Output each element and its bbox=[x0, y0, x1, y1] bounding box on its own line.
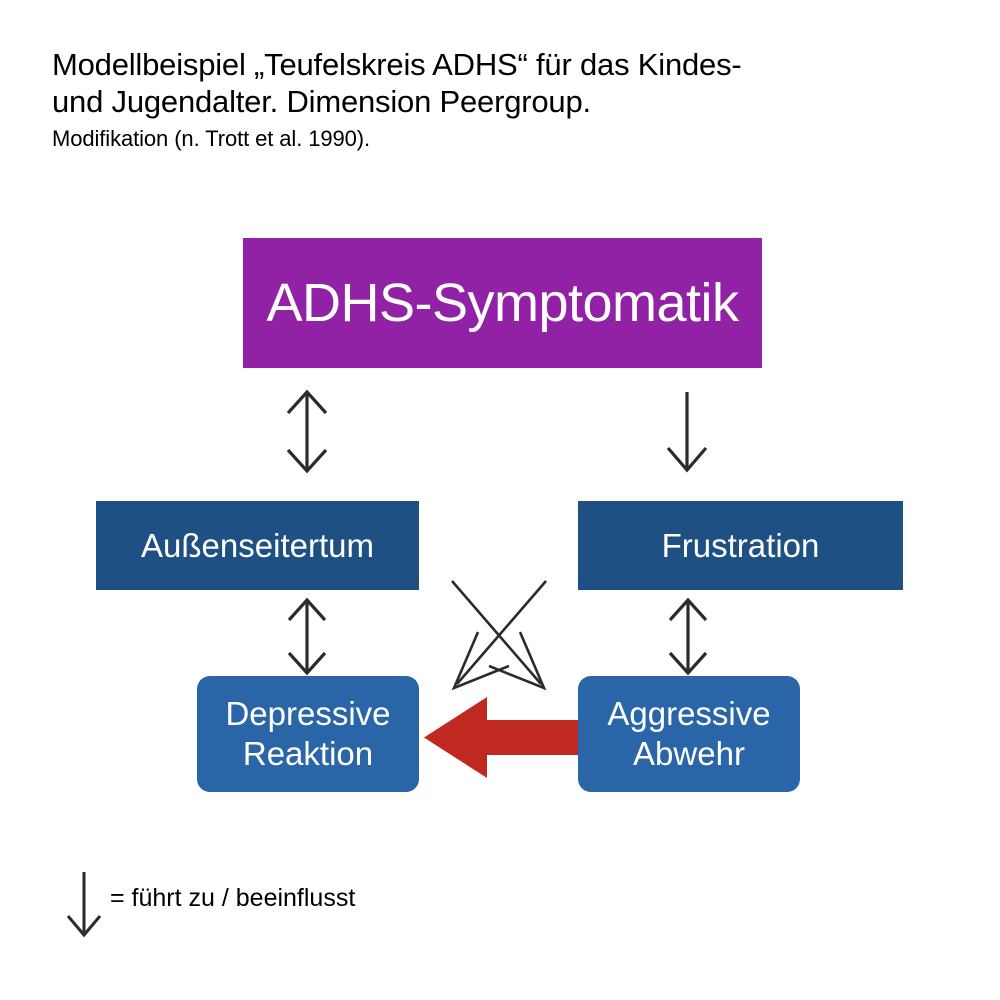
title-line-2: und Jugendalter. Dimension Peergroup. bbox=[52, 84, 591, 119]
legend: = führt zu / beeinflusst bbox=[62, 866, 482, 946]
node-aggressive-abwehr-line-2: Abwehr bbox=[633, 735, 745, 772]
node-depressive-reaktion-line-2: Reaktion bbox=[242, 735, 374, 772]
arrow-adhs-to-aussenseitertum bbox=[286, 389, 328, 474]
node-aussenseitertum: Außenseitertum bbox=[96, 501, 419, 590]
node-adhs-symptomatik-label: ADHS-Symptomatik bbox=[266, 273, 739, 333]
node-depressive-reaktion-label: Depressive Reaktion bbox=[225, 694, 390, 774]
arrow-cross-down-left bbox=[451, 580, 547, 691]
legend-down-arrow-icon bbox=[66, 872, 102, 938]
arrow-cross-down-right bbox=[451, 580, 547, 691]
legend-text: = führt zu / beeinflusst bbox=[110, 884, 356, 912]
title-subtitle: Modifikation (n. Trott et al. 1990). bbox=[52, 126, 370, 151]
node-aggressive-abwehr: Aggressive Abwehr bbox=[578, 676, 800, 792]
arrow-aggressive-to-depressive bbox=[424, 697, 578, 778]
node-aggressive-abwehr-line-1: Aggressive bbox=[607, 695, 771, 732]
node-depressive-reaktion: Depressive Reaktion bbox=[197, 676, 419, 792]
arrow-frustration-to-aggressive bbox=[668, 597, 708, 676]
node-frustration-label: Frustration bbox=[661, 526, 820, 564]
node-aggressive-abwehr-label: Aggressive Abwehr bbox=[607, 694, 770, 774]
node-depressive-reaktion-line-1: Depressive bbox=[225, 695, 391, 732]
node-aussenseitertum-label: Außenseitertum bbox=[141, 526, 374, 564]
node-frustration: Frustration bbox=[578, 501, 903, 590]
title-line-1: Modellbeispiel „Teufelskreis ADHS“ für d… bbox=[52, 47, 742, 82]
arrow-adhs-to-frustration bbox=[666, 392, 708, 473]
node-adhs-symptomatik: ADHS-Symptomatik bbox=[243, 238, 762, 368]
arrow-aussenseitertum-to-depressive bbox=[287, 597, 327, 676]
title-block: Modellbeispiel „Teufelskreis ADHS“ für d… bbox=[52, 46, 872, 154]
